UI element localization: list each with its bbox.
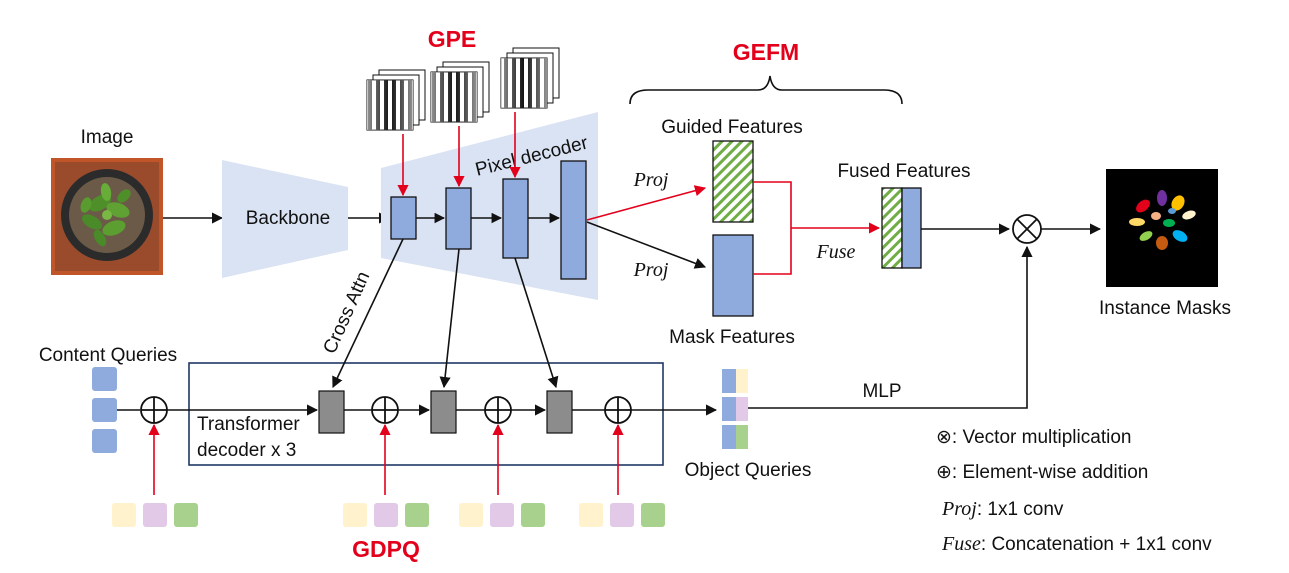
fuse-label: Fuse xyxy=(816,241,856,263)
legend-proj-term: Proj xyxy=(941,498,977,520)
fused-features-label: Fused Features xyxy=(837,161,970,182)
object-queries-label: Object Queries xyxy=(685,460,812,481)
gefm-brace xyxy=(629,75,903,105)
svg-text:⊕: Element-wise addition: ⊕: Element-wise addition xyxy=(936,462,1148,483)
guided-features-box xyxy=(712,140,754,223)
gpe-stack-1 xyxy=(366,69,426,131)
mlp-arrow xyxy=(748,245,1033,409)
fuse-bracket xyxy=(753,181,792,275)
gpe-stack-2 xyxy=(430,61,490,123)
cross-attn-label: Cross Attn xyxy=(320,268,375,357)
element-wise-addition-icon-4 xyxy=(604,396,632,424)
proj-mask-arrow xyxy=(586,221,707,269)
legend-otimes-text: : Vector multiplication xyxy=(952,427,1132,448)
vector-multiplication-icon xyxy=(1012,214,1042,244)
content-queries-label: Content Queries xyxy=(39,345,177,366)
legend-oplus-text: : Element-wise addition xyxy=(952,462,1148,483)
image-label: Image xyxy=(81,127,134,148)
legend-fuse-text: : Concatenation + 1x1 conv xyxy=(981,534,1212,555)
svg-text:Fuse: Concatenation + 1x1 conv: Fuse: Concatenation + 1x1 conv xyxy=(941,533,1212,555)
pixel-decoder-trapezoid xyxy=(381,112,598,300)
content-query-2 xyxy=(92,398,117,422)
gpe-title: GPE xyxy=(428,26,477,52)
transformer-label-line2: decoder x 3 xyxy=(197,440,296,461)
legend-proj-text: : 1x1 conv xyxy=(977,499,1064,520)
content-query-1 xyxy=(92,367,117,391)
decoder-feature-1 xyxy=(390,196,417,240)
decoder-feature-3 xyxy=(502,178,529,259)
transformer-layer-1 xyxy=(318,390,345,434)
element-wise-addition-icon-3 xyxy=(484,396,512,424)
fused-features-mask-part xyxy=(901,187,922,269)
transformer-layer-3 xyxy=(546,390,573,434)
gefm-title: GEFM xyxy=(733,39,799,65)
proj-top-label: Proj xyxy=(633,169,669,191)
mlp-label: MLP xyxy=(862,381,901,402)
fused-features-guided-part xyxy=(881,187,903,269)
backbone-trapezoid xyxy=(222,160,348,278)
transformer-decoder-box xyxy=(188,362,664,466)
instance-masks-label: Instance Masks xyxy=(1099,298,1231,319)
proj-guided-arrow xyxy=(586,185,707,221)
transformer-layer-2 xyxy=(430,390,457,434)
decoder-feature-2 xyxy=(445,187,472,250)
cross-attn-arrow-1 xyxy=(332,238,404,389)
svg-text:⊗: Vector multiplication: ⊗: Vector multiplication xyxy=(936,427,1131,448)
gdpq-query-group-3 xyxy=(459,503,545,527)
transformer-label-line1: Transformer xyxy=(197,414,300,435)
gdpq-query-group-1 xyxy=(112,503,198,527)
input-plant-image xyxy=(51,158,163,275)
legend-oplus-symbol: ⊕ xyxy=(936,462,952,483)
cross-attn-arrow-3 xyxy=(514,257,559,389)
legend: ⊗: Vector multiplication ⊕: Element-wise… xyxy=(936,427,1212,555)
gpe-stack-3 xyxy=(500,47,560,109)
backbone-label: Backbone xyxy=(246,208,331,229)
guided-features-label: Guided Features xyxy=(661,117,803,138)
element-wise-addition-icon-2 xyxy=(371,396,399,424)
element-wise-addition-icon-1 xyxy=(140,396,168,424)
proj-bottom-label: Proj xyxy=(633,259,669,281)
mask-features-label: Mask Features xyxy=(669,327,795,348)
instance-masks-image xyxy=(1106,169,1218,287)
gdpq-query-group-2 xyxy=(343,503,429,527)
gdpq-title: GDPQ xyxy=(352,536,420,562)
cross-attn-arrow-2 xyxy=(439,248,460,389)
decoder-feature-4 xyxy=(560,160,587,280)
legend-fuse-term: Fuse xyxy=(941,533,981,555)
legend-otimes-symbol: ⊗ xyxy=(936,427,952,448)
object-queries xyxy=(722,369,748,449)
gdpq-query-group-4 xyxy=(579,503,665,527)
mask-features-box xyxy=(712,234,754,317)
content-query-3 xyxy=(92,429,117,453)
svg-text:Proj: 1x1 conv: Proj: 1x1 conv xyxy=(941,498,1064,520)
